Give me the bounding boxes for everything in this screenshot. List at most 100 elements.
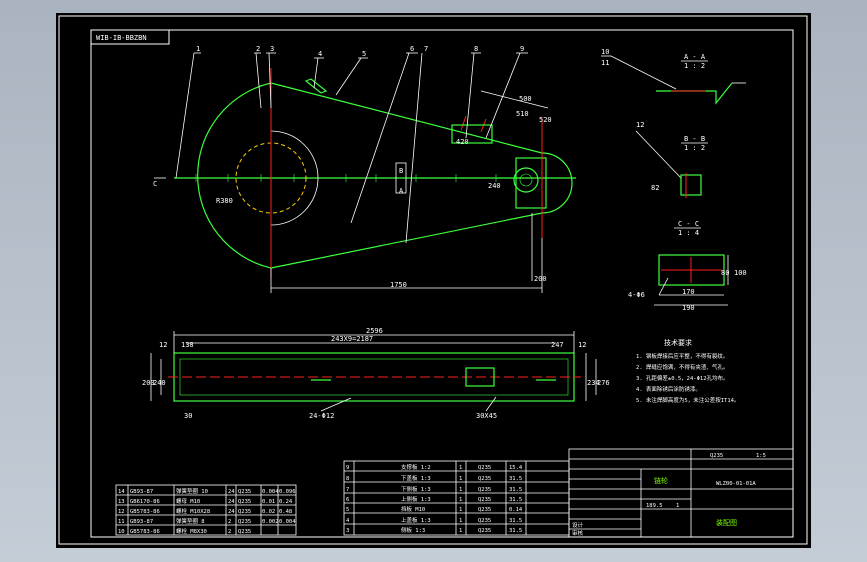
pt-r0-qty: 24: [228, 489, 235, 495]
dim-1750: 1750: [390, 281, 407, 289]
large-end-arc: [197, 82, 272, 269]
tb-scale: 1:5: [756, 453, 766, 459]
mt-r0-no: 9: [346, 465, 349, 471]
mark-c: C: [153, 180, 157, 188]
mt-r4-mat: Q235: [478, 507, 491, 513]
balloon-2: 2: [256, 45, 260, 53]
dim-2596: 2596: [366, 327, 383, 335]
mt-r3-qty: 1: [459, 497, 462, 503]
tb-drawing-code: WLZ00-01-01A: [716, 481, 756, 487]
mt-r0-mat: Q235: [478, 465, 491, 471]
mt-r2-qty: 1: [459, 487, 462, 493]
pt-r2-qty: 24: [228, 509, 235, 515]
mt-r1-w: 31.5: [509, 476, 522, 482]
dim-500-line: [480, 90, 549, 109]
mt-r6-no: 3: [346, 528, 349, 534]
balloon-5: 5: [362, 50, 366, 58]
mark-a: A: [399, 187, 404, 195]
cad-viewport[interactable]: WIB-IB-BBZBN: [56, 13, 811, 548]
mt-r4-qty: 1: [459, 507, 462, 513]
note-2: 2. 焊缝应饱满，不得有夹渣、气孔。: [636, 363, 728, 371]
mt-r0-w: 15.4: [509, 465, 523, 471]
pt-r3-qty: 2: [228, 519, 231, 525]
dim-276-h: 276: [597, 379, 610, 387]
pt-r1-mat: Q235: [238, 499, 251, 505]
pt-r4-name: 螺栓 M8X30: [176, 527, 207, 535]
pt-r4-no: 10: [118, 529, 125, 535]
dim-240: 240: [488, 182, 501, 190]
pt-r2-no: 12: [118, 509, 125, 515]
tb-company: 装配图: [716, 518, 737, 527]
dim-170: 170: [682, 288, 695, 296]
plate-9: [451, 124, 493, 144]
mt-r4-w: 0.14: [509, 507, 523, 513]
tb-material: Q235: [710, 453, 723, 459]
view-bb-scale: 1 : 2: [684, 144, 705, 152]
mt-r0-name: 支撑板 1:2: [401, 463, 431, 471]
dim-30: 30: [184, 412, 192, 420]
dim-82: 82: [651, 184, 659, 192]
mt-r1-qty: 1: [459, 476, 462, 482]
dim-234-h: 234: [587, 379, 600, 387]
pt-r1-qty: 24: [228, 499, 235, 505]
pt-r4-mat: Q235: [238, 529, 251, 535]
tb-check: 审核: [572, 529, 584, 537]
mt-r3-mat: Q235: [478, 497, 491, 503]
dim-holes: 24-Φ12: [309, 412, 334, 420]
balloon-6: 6: [410, 45, 414, 53]
view-aa-scale: 1 : 2: [684, 62, 705, 70]
small-end-arc: [541, 152, 573, 214]
mt-r6-qty: 1: [459, 528, 462, 534]
pt-r3-no: 11: [118, 519, 125, 525]
mt-r4-name: 挡板 M10: [401, 505, 425, 513]
dim-247: 247: [551, 341, 564, 349]
pt-r3-name: 弹簧垫圈 8: [176, 517, 205, 525]
balloon-7: 7: [424, 45, 428, 53]
dim-190: 190: [682, 304, 695, 312]
upper-tangent: [270, 82, 543, 154]
pt-r0-code: GB93-87: [130, 489, 153, 495]
bearing-box: [515, 157, 547, 209]
flange-4: [304, 78, 328, 94]
inner-frame: [90, 29, 794, 538]
pt-r2-w: 0.02: [262, 509, 275, 515]
mt-r5-no: 4: [346, 518, 350, 524]
mt-r6-w: 31.5: [509, 528, 522, 534]
balloon-8: 8: [474, 45, 478, 53]
dim-500: 500: [519, 95, 532, 103]
tb-weight: 189.5: [646, 503, 663, 509]
drawing-canvas: WIB-IB-BBZBN: [58, 15, 808, 545]
mt-r2-mat: Q235: [478, 487, 491, 493]
section-cc-plate: [658, 254, 725, 286]
dim-240-h: 240: [153, 379, 166, 387]
pt-r1-name: 螺母 M10: [176, 497, 200, 505]
mt-r0-qty: 1: [459, 465, 462, 471]
mt-r3-no: 6: [346, 497, 349, 503]
mark-b: B: [399, 167, 403, 175]
dim-138: 138: [181, 341, 194, 349]
balloon-leaders: [175, 52, 528, 244]
note-3: 3. 孔距偏差±0.5，24-Φ12孔均布。: [636, 374, 729, 382]
dim-520: 520: [539, 116, 552, 124]
pt-r3-w: 0.002: [262, 519, 279, 525]
note-5: 5. 未注焊脚高度为5，未注公差按IT14。: [636, 396, 740, 404]
mt-r2-no: 7: [346, 487, 349, 493]
dim-510: 510: [516, 110, 529, 118]
pt-r1-code: GB6170-86: [130, 499, 160, 505]
small-sprocket: [513, 167, 539, 193]
mt-r6-name: 侧板 1:3: [401, 526, 425, 534]
main-view: 1 2 3 4 5 6 7 8 9 1750 500 510 420 520 R…: [153, 45, 576, 293]
tb-sheet: 1: [676, 503, 679, 509]
pt-r3-t: 0.004: [279, 519, 296, 525]
pt-r1-t: 0.24: [279, 499, 293, 505]
mt-r3-name: 上侧板 1:3: [401, 495, 431, 503]
view-cc-scale: 1 : 4: [678, 229, 699, 237]
pt-r4-code: GB5783-86: [130, 529, 160, 535]
balloon-4: 4: [318, 50, 322, 58]
section-aa-profile: [656, 82, 733, 105]
dim-200: 200: [534, 275, 547, 283]
balloon-10: 10: [601, 48, 609, 56]
pt-r0-mat: Q235: [238, 489, 251, 495]
view-aa: A - A: [684, 53, 706, 61]
tb-part-name: 链轮: [654, 476, 668, 485]
